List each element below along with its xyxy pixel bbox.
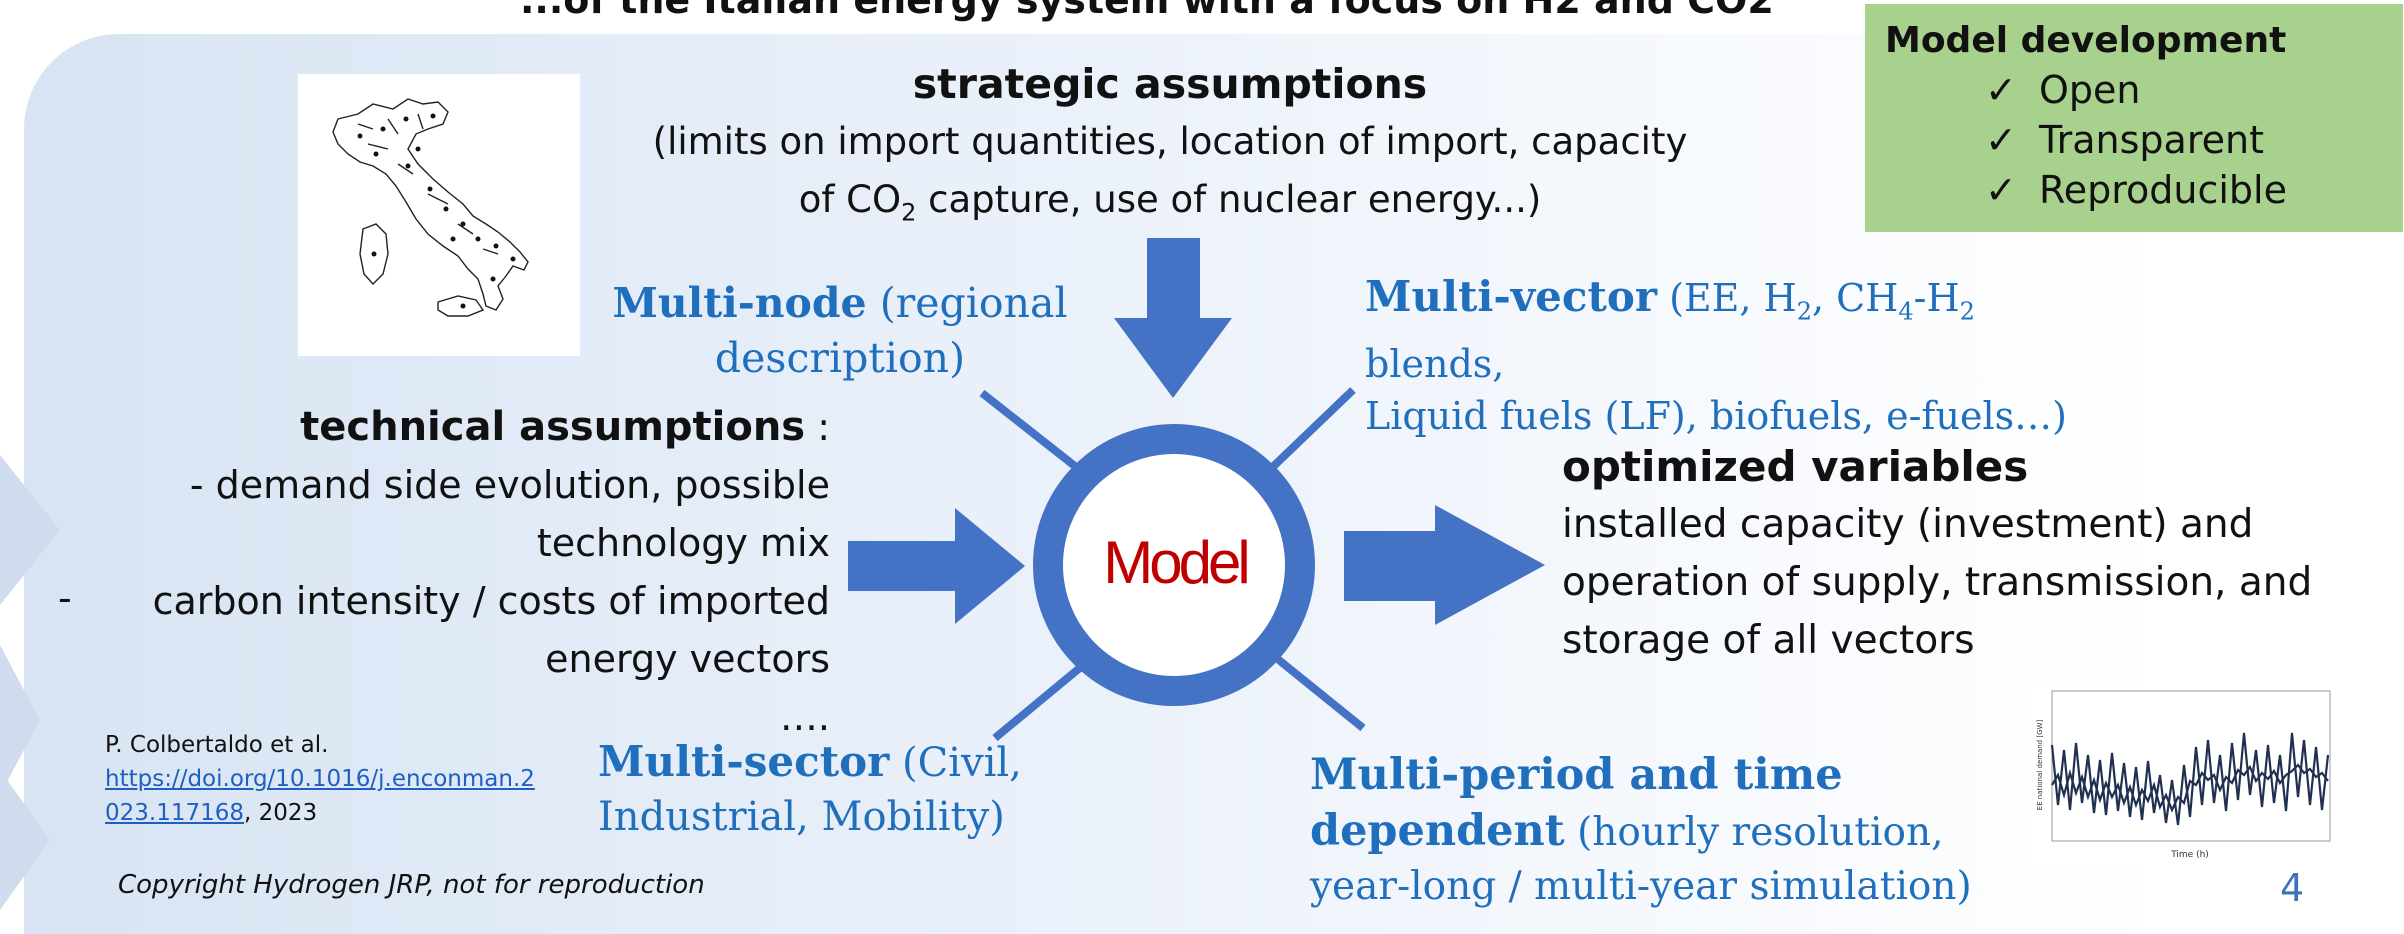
technical-title: technical assumptions <box>300 404 806 450</box>
italy-map-image <box>298 74 580 356</box>
doi-link-cont[interactable]: 023.117168 <box>105 800 245 826</box>
multi-sector-desc2: Industrial, Mobility) <box>598 794 1005 840</box>
list-item-label: Transparent <box>2039 118 2264 162</box>
check-icon: ✓ <box>1985 68 2017 112</box>
multi-node-title: Multi-node <box>612 279 867 327</box>
model-ring <box>1033 424 1315 706</box>
multi-node-desc: (regional <box>866 279 1068 327</box>
page-number: 4 <box>2280 866 2305 910</box>
technical-line1: - demand side evolution, possible <box>189 463 830 507</box>
thumbnail-xlabel: Time (h) <box>2170 850 2209 860</box>
strategic-line1: (limits on import quantities, location o… <box>652 120 1688 163</box>
slide-title: ...of the Italian energy system with a f… <box>520 0 1774 22</box>
list-item: ✓ Open <box>1985 65 2403 115</box>
bullet-dash: - <box>58 576 72 620</box>
list-item: ✓ Reproducible <box>1985 165 2403 215</box>
multi-vector-label: Multi-vector (EE, H2, CH4-H2 blends, Liq… <box>1365 272 2067 438</box>
multi-vector-desc2: Liquid fuels (LF), biofuels, e-fuels…) <box>1365 393 2067 438</box>
technical-line5: …. <box>779 695 830 739</box>
optimized-variables: optimized variables installed capacity (… <box>1562 438 2382 670</box>
thumbnail-ylabel: EE national demand [GW] <box>2036 720 2044 811</box>
italy-map-icon <box>332 98 529 317</box>
citation-author: P. Colbertaldo et al. <box>105 732 329 758</box>
timeseries-chart-icon: Time (h) EE national demand [GW] <box>2036 690 2331 860</box>
list-item-label: Reproducible <box>2039 168 2287 212</box>
optimized-title: optimized variables <box>1562 442 2029 491</box>
list-item-label: Open <box>2039 68 2141 112</box>
model-development-box: Model development ✓ Open ✓ Transparent ✓ Re… <box>1865 4 2403 232</box>
multi-sector-label: Multi-sector (Civil, Industrial, Mobilit… <box>598 737 1022 840</box>
arrow-down <box>1114 238 1232 398</box>
strategic-title: strategic assumptions <box>912 60 1428 108</box>
demand-timeseries-thumbnail: Time (h) EE national demand [GW] <box>2030 685 2335 865</box>
arrow-right-output <box>1344 505 1545 625</box>
model-label: Model <box>1103 529 1250 596</box>
model-development-title: Model development <box>1885 20 2287 61</box>
model-diagram <box>848 238 1545 742</box>
technical-line3: carbon intensity / costs of imported <box>152 579 830 623</box>
multi-period-title: Multi-period and time <box>1310 750 1843 800</box>
multi-period-desc2: year-long / multi-year simulation) <box>1310 864 1972 909</box>
technical-line4: energy vectors <box>545 637 830 681</box>
optimized-line3: storage of all vectors <box>1562 618 1975 663</box>
model-development-list: ✓ Open ✓ Transparent ✓ Reproducible <box>1885 65 2403 215</box>
list-item: ✓ Transparent <box>1985 115 2403 165</box>
doi-link[interactable]: https://doi.org/10.1016/j.enconman.2 <box>105 766 535 792</box>
technical-line2: technology mix <box>536 521 830 565</box>
multi-sector-title: Multi-sector <box>598 737 890 786</box>
check-icon: ✓ <box>1985 168 2017 212</box>
copyright-notice: Copyright Hydrogen JRP, not for reproduc… <box>118 870 705 900</box>
strategic-assumptions: strategic assumptions (limits on import … <box>580 55 1760 241</box>
multi-vector-title: Multi-vector <box>1365 272 1658 321</box>
multi-node-label: Multi-node (regional description) <box>600 276 1080 386</box>
citation: P. Colbertaldo et al. https://doi.org/10… <box>105 728 535 830</box>
check-icon: ✓ <box>1985 118 2017 162</box>
optimized-line2: operation of supply, transmission, and <box>1562 560 2313 605</box>
multi-period-label: Multi-period and time dependent (hourly … <box>1310 750 1972 909</box>
technical-assumptions: technical assumptions : - demand side ev… <box>30 398 830 746</box>
optimized-line1: installed capacity (investment) and <box>1562 502 2254 547</box>
arrow-right-left <box>848 508 1025 624</box>
strategic-line2: of CO2 capture, use of nuclear energy...… <box>798 178 1542 227</box>
multi-node-desc2: description) <box>714 334 966 382</box>
